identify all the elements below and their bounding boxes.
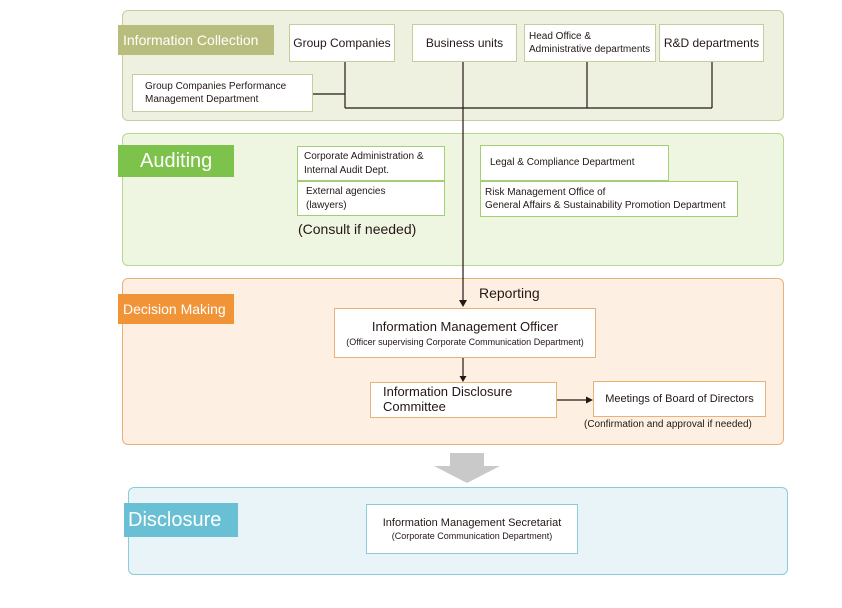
risk-management-line1: Risk Management Office of: [485, 186, 606, 198]
rd-departments-text: R&D departments: [663, 35, 760, 50]
performance-management-box: Group Companies Performance Management D…: [132, 74, 313, 112]
secretariat-sub: (Corporate Communication Department): [391, 531, 553, 542]
head-office-text-line1: Head Office &: [529, 30, 592, 42]
disclosure-label: Disclosure: [124, 503, 238, 537]
reporting-label: Reporting: [479, 285, 540, 301]
external-agencies-line1: External agencies: [306, 186, 386, 197]
business-units-text: Business units: [425, 35, 504, 50]
committee-line1: Information Disclosure: [383, 384, 513, 400]
information-management-officer-title: Information Management Officer: [371, 319, 559, 335]
information-management-secretariat-box: Information Management Secretariat (Corp…: [366, 504, 578, 554]
information-disclosure-committee-box: Information Disclosure Committee: [370, 382, 557, 418]
risk-management-line2: General Affairs & Sustainability Promoti…: [485, 200, 726, 211]
business-units-box: Business units: [412, 24, 517, 62]
risk-management-box: Risk Management Office of General Affair…: [480, 181, 738, 217]
external-agencies-line2: (lawyers): [306, 199, 347, 211]
auditing-label: Auditing: [118, 145, 234, 177]
consult-note: (Consult if needed): [298, 221, 417, 237]
head-office-box: Head Office & Administrative departments: [524, 24, 656, 62]
board-of-directors-text: Meetings of Board of Directors: [605, 392, 754, 405]
legal-compliance-box: Legal & Compliance Department: [480, 145, 669, 181]
corporate-admin-box: Corporate Administration & Internal Audi…: [297, 146, 445, 181]
board-of-directors-box: Meetings of Board of Directors: [593, 381, 766, 417]
corporate-admin-line2: Internal Audit Dept.: [304, 164, 390, 176]
performance-management-line1: Group Companies Performance: [145, 80, 287, 92]
information-collection-label: Information Collection: [118, 25, 274, 55]
board-approval-note: (Confirmation and approval if needed): [584, 419, 752, 430]
group-companies-box: Group Companies: [289, 24, 395, 62]
decision-making-label: Decision Making: [118, 294, 234, 324]
legal-compliance-text: Legal & Compliance Department: [490, 157, 635, 169]
information-management-officer-box: Information Management Officer (Officer …: [334, 308, 596, 358]
external-agencies-box: External agencies (lawyers): [297, 181, 445, 216]
flow-down-arrow: [434, 453, 500, 483]
information-management-officer-sub: (Officer supervising Corporate Communica…: [346, 336, 584, 347]
performance-management-line2: Management Department: [145, 94, 259, 105]
group-companies-text: Group Companies: [293, 35, 391, 50]
rd-departments-box: R&D departments: [659, 24, 764, 62]
secretariat-title: Information Management Secretariat: [382, 516, 562, 529]
corporate-admin-line1: Corporate Administration &: [304, 151, 424, 162]
committee-line2: Committee: [383, 399, 446, 414]
head-office-text-line2: Administrative departments: [529, 44, 651, 55]
